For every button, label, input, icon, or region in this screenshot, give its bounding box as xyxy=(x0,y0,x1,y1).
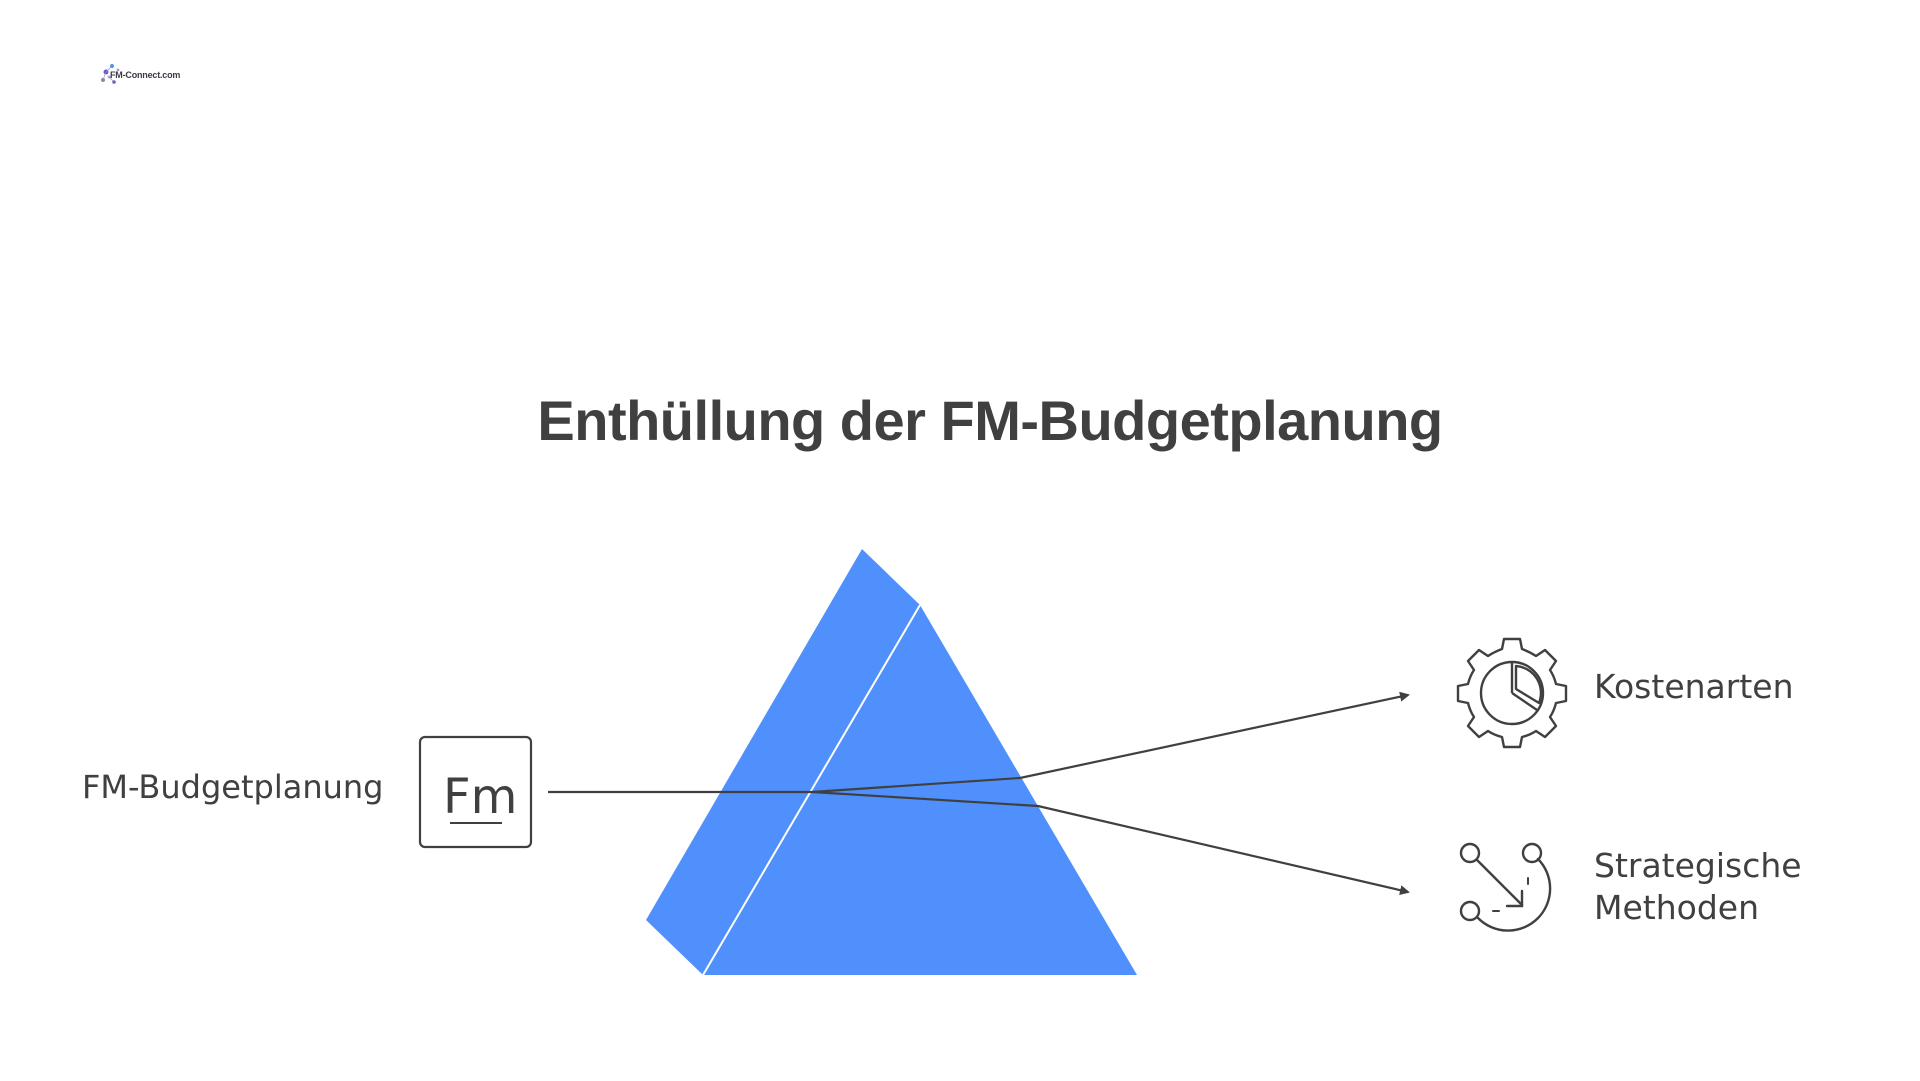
output-label-kostenarten: Kostenarten xyxy=(1594,667,1794,706)
prism-side-face xyxy=(646,549,920,975)
gear-pie-chart-icon xyxy=(1456,637,1568,749)
prism xyxy=(646,549,1137,976)
path-to-target-icon xyxy=(1459,842,1552,932)
fm-icon-text: Fm xyxy=(443,769,517,825)
light-rays xyxy=(548,691,1410,896)
prism-edge xyxy=(702,604,921,976)
fm-letters-icon: Fm xyxy=(418,735,533,849)
logo-text: FM-Connect.com xyxy=(110,70,181,80)
output-ray-methoden xyxy=(811,790,1410,896)
logo: FM-Connect.com xyxy=(96,58,180,96)
input-label: FM-Budgetplanung xyxy=(82,768,384,806)
prism-front-face xyxy=(703,605,1137,975)
fm-connect-logo-icon xyxy=(101,64,120,84)
page-title: Enthüllung der FM-Budgetplanung xyxy=(537,389,1443,452)
output-label-strategische-methoden: Strategische Methoden xyxy=(1594,846,1802,927)
output-ray-kostenarten xyxy=(811,691,1410,794)
